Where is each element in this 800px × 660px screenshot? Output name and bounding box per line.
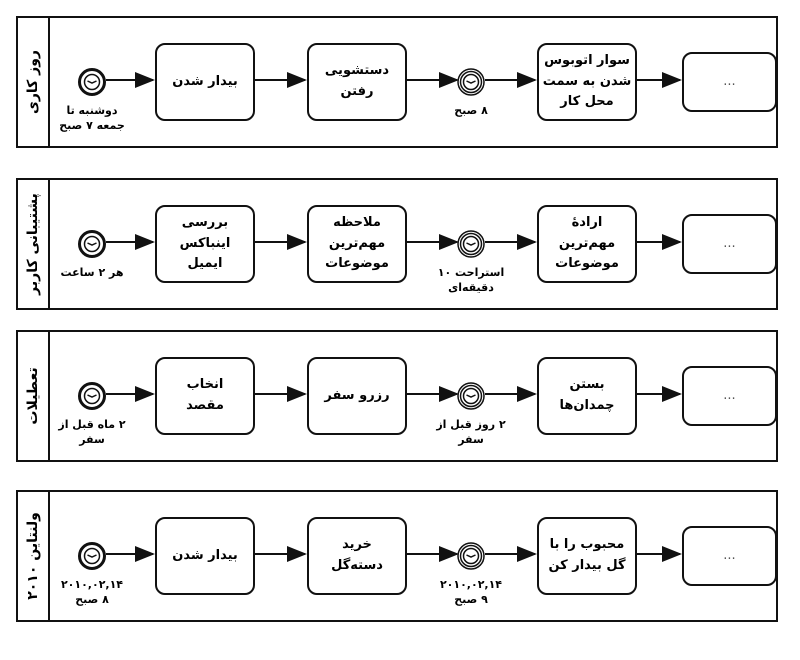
- task-placeholder[interactable]: ...: [682, 52, 777, 112]
- pool: تعطیلات ۲ ماه قبل از سفر انخاب مقصد رزرو…: [16, 330, 778, 462]
- task-placeholder[interactable]: ...: [682, 214, 777, 274]
- task[interactable]: ملاحظه مهم‌ترین موضوعات: [307, 205, 407, 283]
- timer-start-event-icon[interactable]: [78, 68, 106, 100]
- pool: پشتیبانی کاربر هر ۲ ساعت بررسی اینباکس ا…: [16, 178, 778, 310]
- timer-intermediate-event-icon[interactable]: [457, 68, 485, 100]
- start-event-label: هر ۲ ساعت: [60, 266, 124, 279]
- pool-label-band: پشتیبانی کاربر: [18, 180, 50, 308]
- task-placeholder[interactable]: ...: [682, 526, 777, 586]
- timer-intermediate-event-icon[interactable]: [457, 382, 485, 414]
- task[interactable]: بررسی اینباکس ایمیل: [155, 205, 255, 283]
- pool-label-band: تعطیلات: [18, 332, 50, 460]
- sequence-flows: [106, 546, 682, 562]
- intermediate-event-label: ۲ روز قبل از سفر: [436, 418, 506, 446]
- task[interactable]: انخاب مقصد: [155, 357, 255, 435]
- timer-start-event-icon[interactable]: [78, 542, 106, 574]
- task[interactable]: سوار اتوبوس شدن به سمت محل کار: [537, 43, 637, 121]
- task[interactable]: محبوب را با گل بیدار کن: [537, 517, 637, 595]
- sequence-flows: [106, 72, 682, 88]
- start-event-label: ۲ ماه قبل از سفر: [58, 418, 126, 446]
- task[interactable]: ارادهٔ مهم‌ترین موضوعات: [537, 205, 637, 283]
- intermediate-event-label: استراحت ۱۰ دقیقه‌ای: [437, 266, 505, 294]
- task[interactable]: بیدار شدن: [155, 43, 255, 121]
- intermediate-event-label: ۲۰۱۰,۰۲,۱۴ ۹ صبح: [439, 578, 503, 606]
- start-event-label: دوشنبه تا جمعه ۷ صبح: [59, 104, 125, 132]
- timer-start-event-icon[interactable]: [78, 382, 106, 414]
- task[interactable]: بیدار شدن: [155, 517, 255, 595]
- intermediate-event-label: ۸ صبح: [454, 104, 488, 117]
- pool-label-band: روز کاری: [18, 18, 50, 146]
- start-event-label: ۲۰۱۰,۰۲,۱۴ ۸ صبح: [60, 578, 124, 606]
- pool: روز کاری دوشنبه تا جمعه ۷ صبح بیدار شدن …: [16, 16, 778, 148]
- sequence-flows: [106, 234, 682, 250]
- timer-intermediate-event-icon[interactable]: [457, 230, 485, 262]
- timer-start-event-icon[interactable]: [78, 230, 106, 262]
- task[interactable]: خرید دسته‌گل: [307, 517, 407, 595]
- timer-intermediate-event-icon[interactable]: [457, 542, 485, 574]
- task-placeholder[interactable]: ...: [682, 366, 777, 426]
- pool: ولنتاین ۲۰۱۰ ۲۰۱۰,۰۲,۱۴ ۸ صبح بیدار شدن …: [16, 490, 778, 622]
- sequence-flows: [106, 386, 682, 402]
- pool-label-band: ولنتاین ۲۰۱۰: [18, 492, 50, 620]
- task[interactable]: بستن چمدان‌ها: [537, 357, 637, 435]
- task[interactable]: دستشویی رفتن: [307, 43, 407, 121]
- task[interactable]: رزرو سفر: [307, 357, 407, 435]
